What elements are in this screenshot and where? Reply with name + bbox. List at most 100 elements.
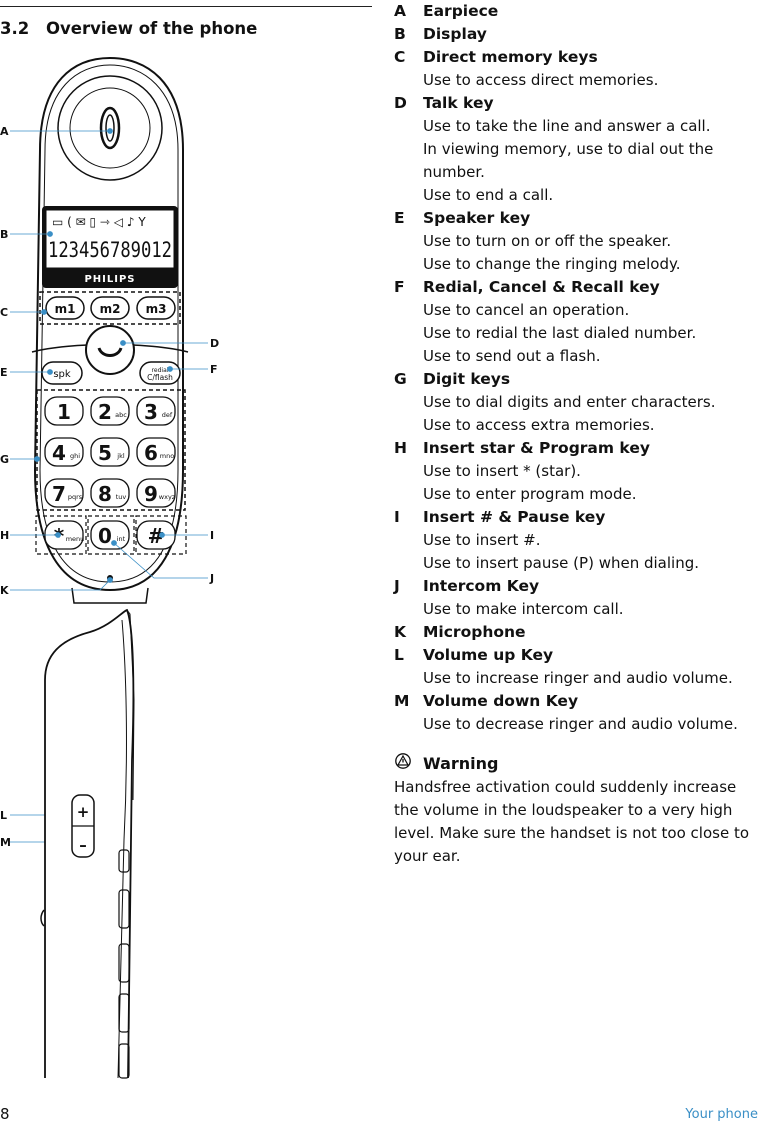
item-letter: L (394, 646, 404, 664)
keypad-key[interactable]: 7 (52, 482, 66, 506)
item-description-line: Use to access direct memories. (423, 71, 659, 89)
brand-logo: PHILIPS (84, 274, 135, 285)
keypad-key-letters: tuv (116, 493, 127, 501)
memory-key-3[interactable]: m3 (146, 302, 167, 316)
keypad-key[interactable]: 6 (144, 441, 158, 465)
item-description-line: Use to increase ringer and audio volume. (423, 669, 733, 687)
item-letter: H (394, 439, 407, 457)
callout-e: E (0, 366, 8, 379)
callout-j: J (209, 572, 214, 585)
keypad-key-letters: ghi (70, 452, 80, 460)
display-digits: 123456789012 (48, 238, 172, 262)
item-letter: I (394, 508, 400, 526)
item-title: Microphone (423, 623, 526, 641)
item-letter: A (394, 2, 406, 20)
item-title: Digit keys (423, 370, 511, 388)
keypad-key[interactable]: 3 (144, 400, 158, 424)
item-title: Display (423, 25, 487, 43)
flash-key-label[interactable]: C/flash (147, 373, 173, 382)
item-description-line: Use to send out a flash. (423, 347, 601, 365)
item-letter: M (394, 692, 410, 710)
item-letter: G (394, 370, 407, 388)
item-letter: E (394, 209, 405, 227)
warning-text: Handsfree activation could suddenly incr… (394, 778, 749, 865)
item-title: Redial, Cancel & Recall key (423, 278, 660, 296)
callout-f: F (210, 363, 218, 376)
item-heading: H Insert star & Program key (394, 437, 760, 460)
list-item: B Display (394, 23, 760, 46)
item-heading: B Display (394, 23, 760, 46)
memory-key-2[interactable]: m2 (100, 302, 121, 316)
callout-m: M (0, 836, 11, 849)
keypad-key[interactable]: # (148, 524, 165, 548)
item-description-line: Use to insert pause (P) when dialing. (423, 554, 699, 572)
phone-illustration: 123456789012 ▭ ( ✉ ▯ ⇾ ◁ ♪ Y PHILIPS m1 … (0, 48, 230, 1083)
keypad-key-letters: def (162, 411, 173, 419)
item-heading: A Earpiece (394, 0, 760, 23)
speaker-key[interactable]: spk (53, 369, 71, 380)
keypad-key-letters: wxyz (159, 493, 176, 501)
keypad-key-letters: mno (160, 452, 174, 460)
keypad-key[interactable]: 0 (98, 524, 112, 548)
item-title: Volume down Key (423, 692, 579, 710)
item-description-line: Use to decrease ringer and audio volume. (423, 715, 738, 733)
list-item: A Earpiece (394, 0, 760, 23)
item-title: Insert star & Program key (423, 439, 650, 457)
warning-icon (394, 753, 423, 773)
item-description: Use to take the line and answer a call.I… (394, 115, 760, 207)
item-description-line: Use to end a call. (423, 186, 554, 204)
item-description-line: Use to dial digits and enter characters. (423, 393, 716, 411)
section-title: 3.2 Overview of the phone (0, 19, 257, 38)
item-title: Volume up Key (423, 646, 554, 664)
item-letter: B (394, 25, 406, 43)
keypad-key[interactable]: 5 (98, 441, 112, 465)
item-description-line: Use to take the line and answer a call. (423, 117, 711, 135)
item-title: Speaker key (423, 209, 531, 227)
keypad-key[interactable]: 9 (144, 482, 158, 506)
volume-up-key[interactable]: + (77, 803, 90, 821)
item-title: Direct memory keys (423, 48, 598, 66)
volume-down-key[interactable]: – (79, 836, 87, 854)
footer-section-label: Your phone (685, 1107, 758, 1122)
keypad-key[interactable]: 1 (57, 400, 71, 424)
section-heading: Overview of the phone (46, 19, 258, 38)
page-number: 8 (0, 1105, 10, 1123)
callout-i: I (210, 529, 214, 542)
keypad-key-letters: jkl (116, 452, 125, 460)
header-rule (0, 6, 372, 7)
warning-box: Warning Handsfree activation could sudde… (394, 750, 760, 868)
item-description: Use to dial digits and enter characters.… (394, 391, 760, 437)
item-letter: J (394, 577, 400, 595)
memory-key-1[interactable]: m1 (55, 302, 76, 316)
item-heading: E Speaker key (394, 207, 760, 230)
keypad-key[interactable]: 2 (98, 400, 112, 424)
item-description-line: Use to enter program mode. (423, 485, 637, 503)
redial-key-label: redial (152, 367, 169, 374)
callout-g: G (0, 453, 9, 466)
section-number: 3.2 (0, 19, 30, 38)
item-description-line: Use to cancel an operation. (423, 301, 630, 319)
keypad-key-letters: menu (66, 535, 85, 543)
callout-l: L (0, 809, 7, 822)
callout-d: D (210, 337, 219, 350)
item-title: Earpiece (423, 2, 499, 20)
item-description-line: Use to insert #. (423, 531, 541, 549)
keypad-key[interactable]: 8 (98, 482, 112, 506)
keypad-key-letters: int (117, 535, 126, 543)
keypad-key[interactable]: 4 (52, 441, 66, 465)
callout-c: C (0, 306, 8, 319)
